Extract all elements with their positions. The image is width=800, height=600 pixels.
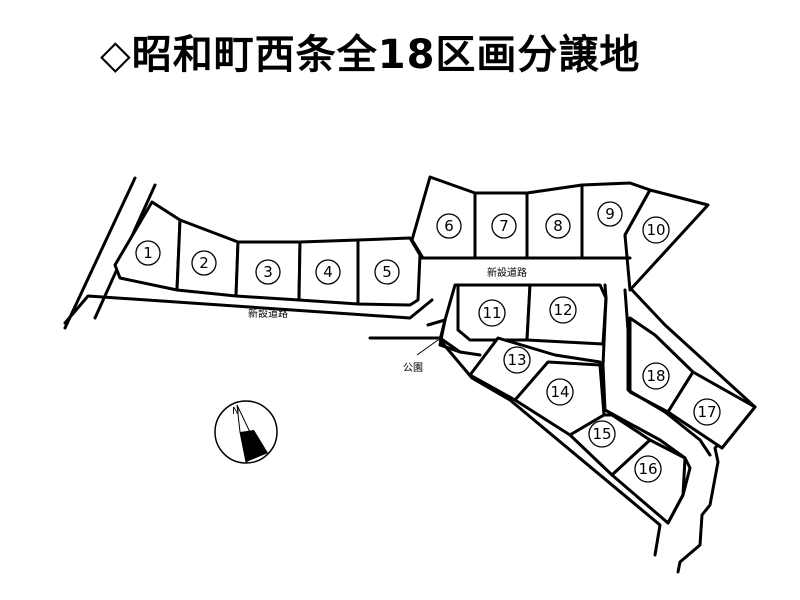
park-leader-line (416, 339, 439, 356)
lot-badge-2: 2 (191, 250, 217, 276)
lot-badge-5: 5 (374, 259, 400, 285)
lot-badge-1: 1 (135, 240, 161, 266)
inner-road-east-right (601, 283, 692, 525)
lot-number: 2 (199, 254, 209, 272)
lot-badge-13: 13 (503, 346, 531, 374)
road-label-lower: 新設道路 (248, 307, 288, 320)
lot-badge-10: 10 (642, 216, 670, 244)
park-boundary (426, 318, 462, 354)
lot-badge-4: 4 (315, 259, 341, 285)
north-compass-icon: N (214, 400, 278, 464)
lot-badge-16: 16 (634, 455, 662, 483)
lot-badge-17: 17 (693, 398, 721, 426)
page-title: ◇昭和町西条全18区画分譲地 (100, 32, 641, 78)
lot-number: 10 (646, 221, 665, 239)
boundary-east (630, 288, 757, 574)
inner-road-middle (443, 283, 460, 322)
lot-number: 18 (646, 367, 665, 385)
lot-number: 1 (143, 244, 153, 262)
lot-number: 15 (592, 425, 611, 443)
lot-number: 7 (499, 217, 509, 235)
lot-number: 16 (638, 460, 657, 478)
lot-number: 11 (482, 304, 501, 322)
lot-number: 17 (697, 403, 716, 421)
lot-badge-14: 14 (546, 378, 574, 406)
boundary-west-upper (63, 176, 137, 330)
lot-number: 8 (553, 217, 563, 235)
boundary-road-lower (368, 336, 482, 357)
lot-badge-8: 8 (545, 213, 571, 239)
lot-number: 13 (507, 351, 526, 369)
north-label: N (232, 406, 239, 417)
boundary-west-outer (63, 294, 434, 325)
lot-badge-3: 3 (255, 259, 281, 285)
lot-badge-6: 6 (436, 213, 462, 239)
park-label: 公園 (403, 362, 423, 374)
lot-number: 9 (605, 205, 615, 223)
lot-number: 14 (550, 383, 569, 401)
lot-badge-11: 11 (478, 299, 506, 327)
lot-number: 4 (323, 263, 333, 281)
lot-number: 5 (382, 263, 392, 281)
lot-badge-9: 9 (597, 201, 623, 227)
lot-number: 3 (263, 263, 273, 281)
lot-10[interactable] (623, 188, 710, 292)
lot-badge-12: 12 (549, 296, 577, 324)
lot-number: 6 (444, 217, 454, 235)
inner-road-east-left (623, 288, 712, 457)
lot-badge-18: 18 (642, 362, 670, 390)
road-label-upper: 新設道路 (487, 266, 527, 279)
lot-badge-7: 7 (491, 213, 517, 239)
lot-badge-15: 15 (588, 420, 616, 448)
lot-number: 12 (553, 301, 572, 319)
